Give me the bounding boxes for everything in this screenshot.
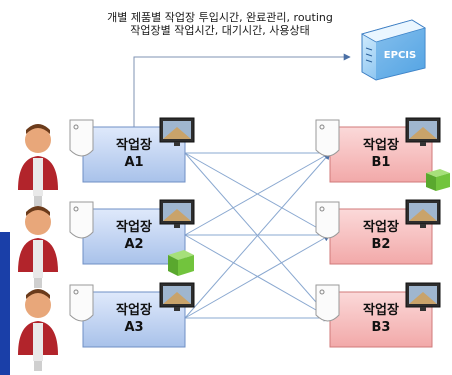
- workstation-b2-id: B2: [371, 237, 391, 252]
- monitor-icon-b1: [405, 117, 441, 146]
- rfid-tag-icon-a3: [69, 284, 94, 322]
- connector-a2-b1: [184, 152, 331, 236]
- workstation-b3-label: 작업장 B3: [330, 302, 432, 336]
- product-cube-icon-b1: [426, 169, 450, 191]
- monitor-icon-a2: [159, 199, 195, 228]
- workstation-a1-name: 작업장: [116, 138, 152, 153]
- workstation-b2-label: 작업장 B2: [330, 219, 432, 253]
- connector-a3-b2: [184, 234, 331, 319]
- epcis-connector: [133, 53, 351, 127]
- caption-line-2: 작업장별 작업시간, 대기시간, 사용상태: [130, 24, 310, 37]
- rfid-tag-icon-b3: [315, 284, 340, 322]
- product-cube-icon-a2: [168, 250, 194, 276]
- workstation-b3-id: B3: [371, 320, 391, 335]
- worker-icon-2: [18, 206, 58, 288]
- workstation-b1-name: 작업장: [363, 138, 399, 153]
- workstation-a2-id: A2: [124, 237, 144, 252]
- workstation-a2-label: 작업장 A2: [83, 219, 185, 253]
- workstation-a2-name: 작업장: [116, 220, 152, 235]
- workstation-b1-id: B1: [371, 155, 391, 170]
- workstation-a3-name: 작업장: [116, 303, 152, 318]
- monitor-icon-b3: [405, 282, 441, 311]
- workstation-a1-id: A1: [124, 155, 144, 170]
- monitor-icon-a1: [159, 117, 195, 146]
- side-panel-edge: [0, 232, 10, 375]
- workstation-a1-label: 작업장 A1: [83, 137, 185, 171]
- monitor-icon-a3: [159, 282, 195, 311]
- workstation-a3-label: 작업장 A3: [83, 302, 185, 336]
- rfid-tag-icon-a1: [69, 119, 94, 157]
- workstation-b2-name: 작업장: [363, 220, 399, 235]
- rfid-tag-icon-a2: [69, 201, 94, 239]
- caption-line-1: 개별 제품별 작업장 투입시간, 완료관리, routing: [107, 11, 333, 24]
- workstation-b3-name: 작업장: [363, 303, 399, 318]
- epcis-server-icon: EPCIS: [360, 19, 426, 81]
- rfid-tag-icon-b1: [315, 119, 340, 157]
- worker-icon-1: [18, 124, 58, 206]
- worker-icon-3: [18, 289, 58, 371]
- connector-a3-b1: [184, 152, 331, 319]
- workstation-a3-id: A3: [124, 320, 144, 335]
- epcis-label: EPCIS: [384, 50, 416, 61]
- workstation-b1-label: 작업장 B1: [330, 137, 432, 171]
- rfid-tag-icon-b2: [315, 201, 340, 239]
- routing-connectors: [184, 149, 331, 322]
- monitor-icon-b2: [405, 199, 441, 228]
